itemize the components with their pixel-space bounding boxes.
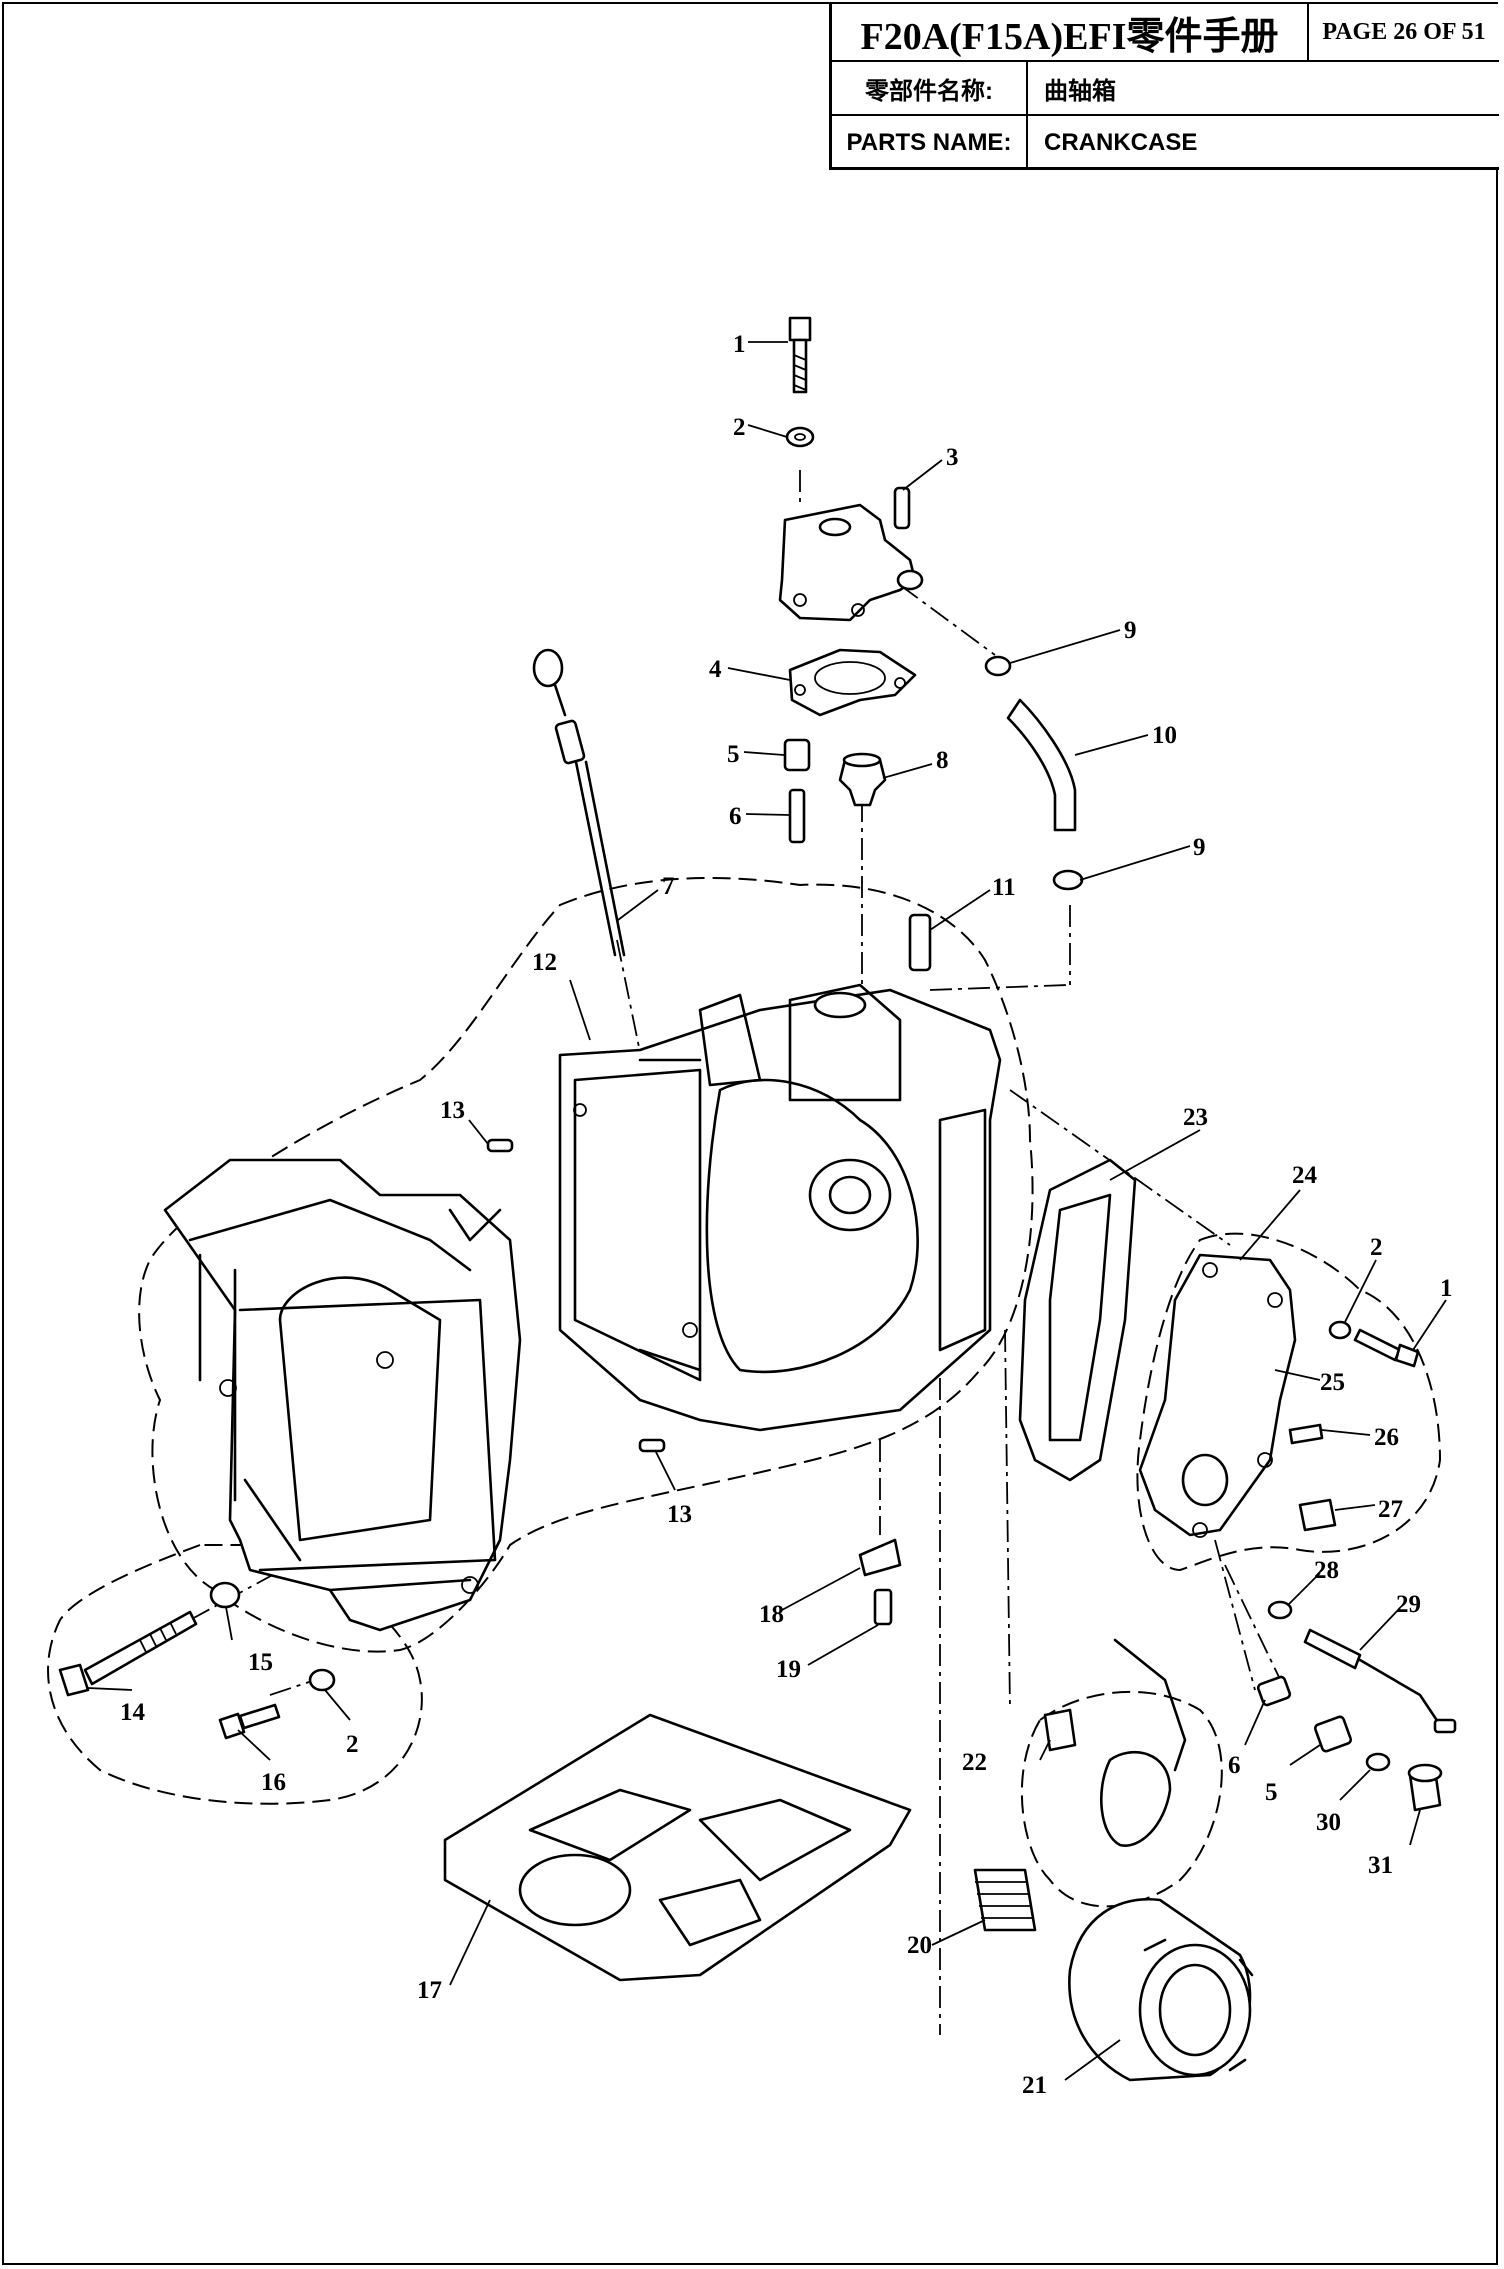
callout-7: 7 [662,873,675,900]
callout-2-right: 2 [1370,1234,1383,1261]
callout-16: 16 [261,1769,286,1796]
name-en-label: PARTS NAME: [832,116,1028,170]
callout-11: 11 [992,874,1016,901]
hose-part-10 [1006,698,1077,832]
callout-19: 19 [776,1656,801,1683]
callout-1-right: 1 [1440,1275,1453,1302]
group-outline-sensor [1020,1690,1223,1908]
name-cn-row: 零部件名称: 曲轴箱 [832,62,1499,116]
dipstick-part-7 [532,648,626,957]
callout-5-top: 5 [727,741,740,768]
drain-plug-part-31 [1407,1763,1443,1812]
crankcase-part-12 [558,983,1002,1432]
screw-part-6-lower [1256,1675,1292,1707]
sensor-part-22 [1043,1638,1187,1847]
callout-5-lower: 5 [1265,1779,1278,1806]
pin-part-13-upper [486,1138,514,1153]
group-outline-bolts-left [47,1544,423,1805]
sender-part-29 [1303,1628,1457,1734]
name-cn-value: 曲轴箱 [1044,77,1116,105]
collar-part-5-lower [1313,1715,1353,1753]
name-cn-label: 零部件名称: [832,62,1028,114]
bolt-part-16 [218,1703,281,1740]
oil-filter-part-21 [1068,1897,1254,2082]
callout-18: 18 [759,1601,784,1628]
fitting-part-26 [1288,1423,1324,1445]
callout-14: 14 [120,1699,146,1726]
callout-15: 15 [248,1649,273,1676]
axis-plug [1214,1539,1256,1691]
screw-part-6-top [788,788,806,844]
manual-title: F20A(F15A)EFI零件手册 [832,4,1309,60]
callout-6-lower: 6 [1228,1752,1241,1779]
callout-12: 12 [532,949,557,976]
callout-10: 10 [1152,722,1177,749]
name-en-value: CRANKCASE [1044,129,1198,156]
group-outline-crankcase-assembly [138,876,1034,1653]
title-row: F20A(F15A)EFI零件手册 PAGE 26 OF 51 [832,4,1499,62]
thermostat-cover-part-3 [778,486,924,622]
callout-27: 27 [1378,1496,1403,1523]
callout-labels: 1 2 3 4 5 6 8 9 10 9 7 11 12 13 13 23 24… [120,331,1453,2099]
callout-9-upper: 9 [1124,617,1137,644]
callout-13-lower: 13 [667,1501,692,1528]
callout-24: 24 [1292,1162,1318,1189]
callout-30: 30 [1316,1809,1341,1836]
callout-20: 20 [907,1932,932,1959]
washer-part-2-top [785,426,815,448]
bolt-part-14 [58,1610,198,1697]
hose-clamp-part-9-lower [1052,869,1084,891]
bracket-part-18 [858,1538,902,1577]
callout-17: 17 [417,1977,442,2004]
leader-lines [87,341,1447,2081]
bolt-part-1-right [1353,1328,1420,1368]
callout-2-top: 2 [733,414,746,441]
screw-part-19 [873,1588,893,1626]
washer-part-2-left [308,1668,336,1692]
callout-21: 21 [1022,2072,1047,2099]
name-en-row: PARTS NAME: CRANKCASE [832,116,1499,170]
callout-13-upper: 13 [440,1097,465,1124]
strainer-part-20 [973,1868,1037,1932]
dowel-part-11 [908,913,932,972]
axis-sensor [1004,1329,1011,1711]
o-ring-part-28 [1267,1600,1293,1620]
gasket-part-23 [1018,1158,1137,1482]
axis-link-plate [929,984,1069,991]
title-block: F20A(F15A)EFI零件手册 PAGE 26 OF 51 零部件名称: 曲… [829,4,1499,170]
axis-hose [899,584,996,656]
bolt-part-1 [788,316,812,394]
callout-31: 31 [1368,1852,1393,1879]
cylinder-block [163,1158,522,1632]
callout-2-left: 2 [346,1731,359,1758]
gasket-plate-part-17 [443,1713,912,1982]
page-indicator: PAGE 26 OF 51 [1322,18,1486,45]
pin-part-13-lower [638,1438,666,1453]
callout-6-top: 6 [729,803,742,830]
callout-4: 4 [709,656,722,683]
cover-plate-part-24 [1138,1253,1297,1538]
hose-clamp-part-9-upper [984,655,1012,677]
o-ring-part-30 [1365,1752,1391,1772]
callout-22: 22 [962,1749,987,1776]
gasket-part-4 [788,648,917,717]
callout-25: 25 [1320,1369,1345,1396]
callout-28: 28 [1314,1557,1339,1584]
exploded-parts-diagram: 1 2 3 4 5 6 8 9 10 9 7 11 12 13 13 23 24… [47,316,1457,2099]
callout-26: 26 [1374,1424,1399,1451]
group-outline-cover-plate [1136,1232,1442,1572]
callout-9-lower: 9 [1193,834,1206,861]
callout-3: 3 [946,444,959,471]
callout-8: 8 [936,747,949,774]
callout-29: 29 [1396,1591,1421,1618]
callout-23: 23 [1183,1104,1208,1131]
thermostat-part-8 [838,752,887,807]
fitting-part-27 [1298,1498,1337,1532]
washer-part-15 [209,1581,241,1609]
collar-part-5-top [783,738,811,772]
washer-part-2-right [1328,1320,1352,1340]
callout-1-top: 1 [733,331,746,358]
